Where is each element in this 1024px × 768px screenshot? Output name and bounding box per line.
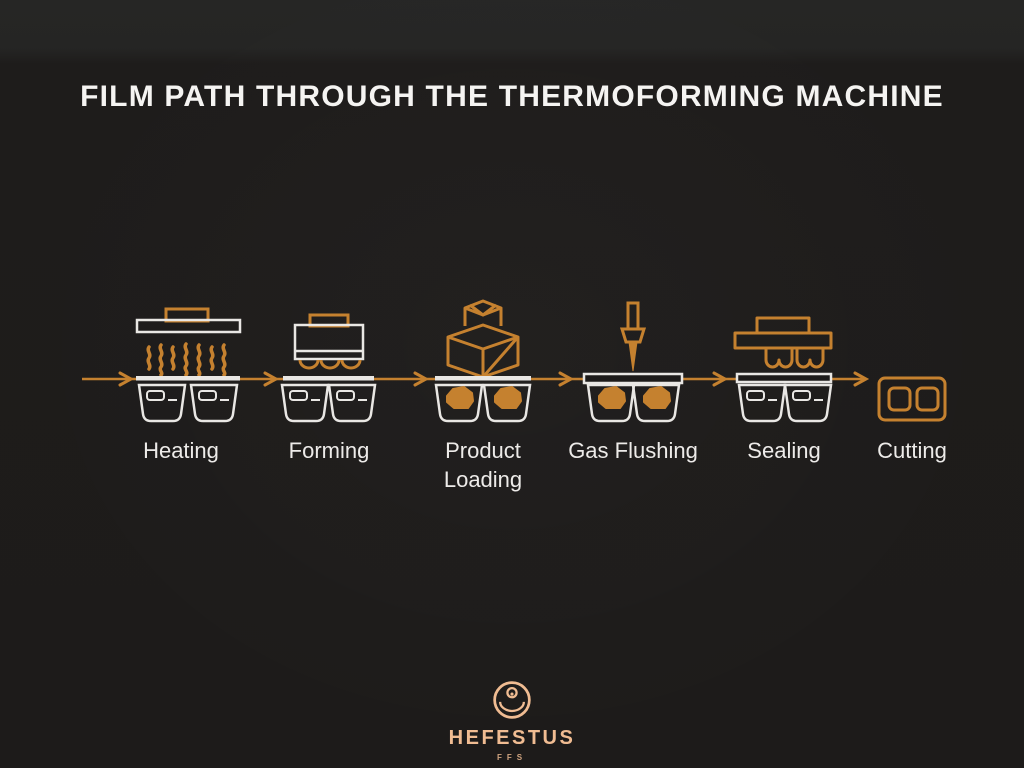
film-path-arrowheads xyxy=(118,371,870,387)
product-box-icon xyxy=(446,299,520,379)
film-segment xyxy=(283,376,374,381)
sealed-trays-icon xyxy=(737,383,833,423)
station-label-gas-flushing: Gas Flushing xyxy=(568,438,698,463)
brand-logo: HEFESTUS FFS xyxy=(0,679,1024,762)
station-label-forming: Forming xyxy=(288,438,370,463)
station-label-heating: Heating xyxy=(143,438,219,463)
sealed-film-lid xyxy=(735,372,833,384)
forming-tool-icon xyxy=(293,313,365,370)
brand-subtitle: FFS xyxy=(496,753,528,762)
station-label-cutting: Cutting xyxy=(877,438,947,463)
cut-package-icon xyxy=(877,376,947,422)
station-label-product-loading: Product Loading xyxy=(443,438,523,492)
film-path-graphic xyxy=(82,299,947,423)
sealed-film-lid xyxy=(582,372,684,385)
heater-icon xyxy=(135,307,242,377)
loaded-trays-icon xyxy=(586,383,681,423)
station-label-sealing: Sealing xyxy=(747,438,821,463)
film-segment xyxy=(136,376,240,381)
empty-trays-icon xyxy=(137,383,239,423)
film-segment xyxy=(435,376,531,381)
hefestus-emblem-icon xyxy=(493,681,531,719)
brand-name: HEFESTUS xyxy=(448,727,576,749)
page-title: FILM PATH THROUGH THE THERMOFORMING MACH… xyxy=(80,80,944,113)
empty-trays-icon xyxy=(280,383,377,423)
process-flow-diagram xyxy=(0,295,1024,440)
sealing-tool-icon xyxy=(733,316,833,369)
gas-nozzle-icon xyxy=(619,301,647,372)
loaded-trays-icon xyxy=(434,383,532,423)
product-in-tray-icon xyxy=(598,386,671,409)
heat-waves-icon xyxy=(146,342,227,377)
product-in-tray-icon xyxy=(446,386,522,409)
